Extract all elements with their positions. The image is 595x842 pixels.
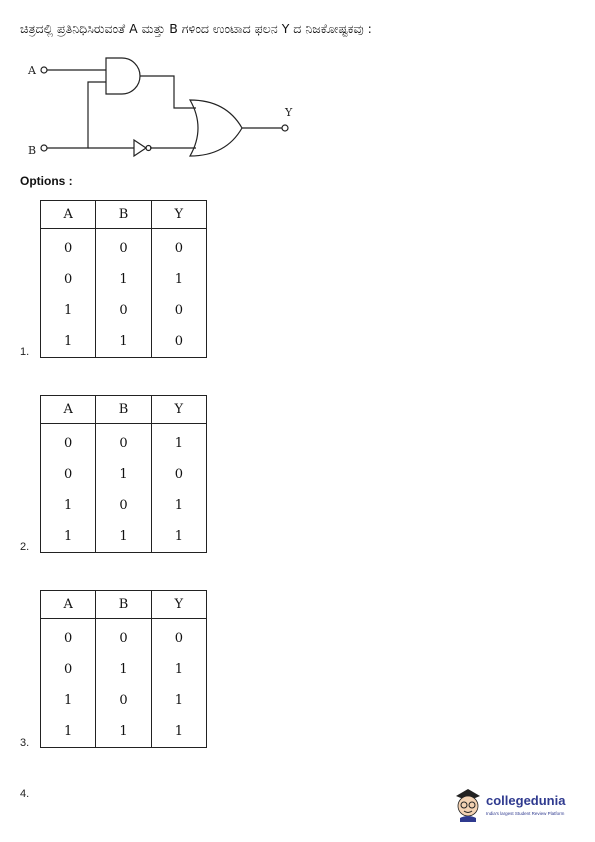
table-row: 1 1 1 xyxy=(39,521,208,553)
table-cell: 1 xyxy=(39,521,97,553)
wire-and-to-or xyxy=(140,75,196,109)
truth-table-option-2: A B Y 0 0 1 0 1 0 1 0 1 1 1 1 xyxy=(39,395,208,553)
not-gate-icon xyxy=(133,138,148,158)
table-cell: 1 xyxy=(95,459,152,490)
table-header: Y xyxy=(150,200,208,229)
question-text: ಚಿತ್ರದಲ್ಲಿ ಪ್ರತಿನಿಧಿಸಿರುವಂತೆ A ಮತ್ತು B ಗ… xyxy=(20,21,372,36)
table-cell: 0 xyxy=(39,423,97,459)
table-cell: 1 xyxy=(95,654,152,685)
table-header: B xyxy=(95,590,152,619)
table-cell: 0 xyxy=(95,490,152,521)
table-row: 0 0 1 xyxy=(39,423,208,459)
table-cell: 1 xyxy=(39,490,97,521)
table-row: 0 0 0 xyxy=(39,228,208,264)
table-cell: 0 xyxy=(150,618,208,654)
student-mascot-icon xyxy=(456,789,480,822)
table-cell: 0 xyxy=(39,228,97,264)
logo-name: collegedunia xyxy=(486,793,566,808)
table-header: Y xyxy=(150,590,208,619)
options-heading: Options : xyxy=(20,174,73,188)
table-cell: 1 xyxy=(150,654,208,685)
label-b: B xyxy=(28,144,36,157)
terminal-a-icon xyxy=(40,66,48,74)
table-cell: 0 xyxy=(39,459,97,490)
or-gate-icon xyxy=(188,99,243,157)
terminal-y-icon xyxy=(281,124,289,132)
option-number-1[interactable]: 1. xyxy=(20,346,30,358)
table-row: 1 0 1 xyxy=(39,490,208,521)
label-a: A xyxy=(27,64,37,77)
table-cell: 1 xyxy=(95,521,152,553)
option-number-2[interactable]: 2. xyxy=(20,541,30,553)
table-cell: 0 xyxy=(39,654,97,685)
table-cell: 1 xyxy=(150,716,208,748)
table-row: 1 1 0 xyxy=(39,326,208,358)
table-cell: 1 xyxy=(150,264,208,295)
table-cell: 1 xyxy=(150,521,208,553)
table-cell: 1 xyxy=(150,490,208,521)
table-header: A xyxy=(39,395,97,424)
table-cell: 0 xyxy=(150,459,208,490)
table-row: 0 0 0 xyxy=(39,618,208,654)
logo-tagline: India's largest Student Review Platform xyxy=(486,811,565,816)
logic-circuit-diagram: A B Y xyxy=(27,57,293,158)
table-cell: 0 xyxy=(39,264,97,295)
table-header: B xyxy=(95,200,152,229)
option-number-3[interactable]: 3. xyxy=(20,737,30,749)
table-row: 0 1 1 xyxy=(39,264,208,295)
table-row: 0 1 1 xyxy=(39,654,208,685)
and-gate-icon xyxy=(105,57,141,95)
table-cell: 0 xyxy=(95,295,152,326)
table-cell: 1 xyxy=(95,326,152,358)
wire-b-to-and xyxy=(47,81,106,149)
collegedunia-logo[interactable]: collegedunia India's largest Student Rev… xyxy=(452,784,587,826)
table-header: B xyxy=(95,395,152,424)
table-row: 1 0 1 xyxy=(39,685,208,716)
table-cell: 1 xyxy=(39,716,97,748)
table-cell: 1 xyxy=(95,264,152,295)
table-row: 1 1 1 xyxy=(39,716,208,748)
table-cell: 1 xyxy=(39,326,97,358)
table-cell: 1 xyxy=(150,423,208,459)
table-cell: 0 xyxy=(39,618,97,654)
table-cell: 0 xyxy=(95,685,152,716)
table-cell: 0 xyxy=(95,228,152,264)
table-header: A xyxy=(39,590,97,619)
terminal-b-icon xyxy=(40,144,48,152)
table-cell: 0 xyxy=(95,423,152,459)
table-row: 0 1 0 xyxy=(39,459,208,490)
option-number-4[interactable]: 4. xyxy=(20,788,30,800)
table-cell: 1 xyxy=(39,295,97,326)
truth-table-option-1: A B Y 0 0 0 0 1 1 1 0 0 1 1 0 xyxy=(39,200,208,358)
not-bubble-icon xyxy=(145,144,152,152)
label-y: Y xyxy=(284,106,293,119)
table-cell: 0 xyxy=(150,326,208,358)
table-cell: 1 xyxy=(95,716,152,748)
table-cell: 0 xyxy=(150,228,208,264)
table-cell: 0 xyxy=(95,618,152,654)
table-cell: 1 xyxy=(150,685,208,716)
table-row: 1 0 0 xyxy=(39,295,208,326)
truth-table-option-3: A B Y 0 0 0 0 1 1 1 0 1 1 1 1 xyxy=(39,590,208,748)
table-cell: 0 xyxy=(150,295,208,326)
table-header: A xyxy=(39,200,97,229)
table-cell: 1 xyxy=(39,685,97,716)
table-header: Y xyxy=(150,395,208,424)
